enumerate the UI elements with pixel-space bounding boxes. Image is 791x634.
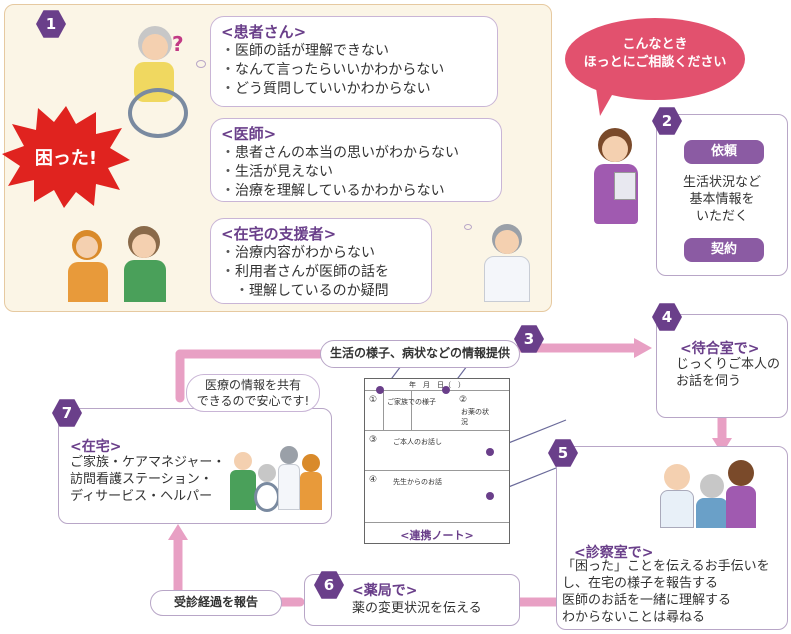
step2-body: 生活状況など 基本情報を いただく	[660, 174, 784, 225]
connector-dot-icon	[486, 448, 494, 456]
patient-concern-item: なんて言ったらいいかわからない	[221, 61, 487, 80]
consult-text: こんなとき ほっとにご相談ください	[565, 36, 745, 72]
connector-dot-icon	[486, 492, 494, 500]
staff-woman-illustration	[588, 124, 644, 244]
step3-label: 生活の様子、病状などの情報提供	[320, 340, 520, 368]
consult-line1: こんなとき	[622, 37, 688, 52]
notebook-row1-left: ご家族での様子	[387, 398, 436, 406]
supporter-concern-item: 利用者さんが医師の話を	[221, 263, 421, 282]
step6-body: 薬の変更状況を伝える	[352, 601, 482, 616]
contract-button: 契約	[684, 238, 764, 262]
notebook-caption: <連携ノート>	[400, 529, 474, 542]
home-care-team-illustration	[228, 444, 324, 518]
patient-concerns-bubble: <患者さん> 医師の話が理解できない なんて言ったらいいかわからない どう質問し…	[210, 16, 498, 107]
patient-title: <患者さん>	[221, 23, 307, 41]
patient-concern-item: どう質問していいかわからない	[221, 80, 487, 99]
step6-title: <薬局で>	[352, 583, 418, 599]
thought-dot-icon	[464, 224, 472, 230]
step2-body-line: 生活状況など	[682, 175, 761, 190]
step5-body-line: 医師のお話を一緒に理解する	[562, 593, 732, 608]
step7-bubble-line: できるので安心です!	[196, 394, 310, 408]
doctor-illustration	[478, 220, 538, 306]
doctor-concern-item: 生活が見えない	[221, 163, 491, 182]
doctor-concerns-bubble: <医師> 患者さんの本当の思いがわからない 生活が見えない 治療を理解しているか…	[210, 118, 502, 202]
notebook: 年 月 日（ ） ① ご家族での様子 ② お薬の状況 ③ ご本人のお話し ④ 先…	[364, 378, 510, 544]
thought-dot-icon	[196, 60, 206, 68]
notebook-row: ③ ご本人のお話し	[365, 431, 509, 471]
step4-title: <待合室で>	[680, 341, 760, 357]
step7-body-line: ご家族・ケアマネジャー・	[70, 455, 226, 470]
patient-wheelchair-illustration	[118, 22, 198, 142]
step5-body: 「困った」ことを伝えるお手伝いを し、在宅の様子を報告する 医師のお話を一緒に理…	[562, 558, 770, 626]
step5-body-line: わからないことは尋ねる	[562, 610, 706, 625]
supporters-illustration	[64, 226, 184, 306]
consult-bubble-tail	[596, 88, 616, 116]
doctor-concern-item: 治療を理解しているかわからない	[221, 182, 491, 201]
notebook-circle-4: ④	[369, 475, 378, 485]
notebook-circle-1: ①	[369, 395, 378, 405]
step7-body: ご家族・ケアマネジャー・ 訪問看護ステーション・ ディサービス・ヘルパー	[70, 454, 225, 505]
supporter-title: <在宅の支援者>	[221, 225, 337, 243]
step4-body: じっくりご本人の お話を伺う	[676, 356, 780, 390]
step2-body-line: 基本情報を	[689, 192, 755, 207]
patient-concern-item: 医師の話が理解できない	[221, 42, 487, 61]
step7-title: <在宅>	[70, 439, 122, 455]
exam-room-illustration	[656, 456, 756, 536]
step4-panel	[656, 314, 788, 418]
step4-body-line: じっくりご本人の	[676, 357, 781, 372]
notebook-row1-right: お薬の状況	[461, 408, 489, 426]
supporter-concern-item: 理解しているのか疑問	[221, 282, 421, 301]
doctor-concern-item: 患者さんの本当の思いがわからない	[221, 144, 491, 163]
step5-title: <診察室で>	[574, 545, 654, 561]
consult-line2: ほっとにご相談ください	[583, 55, 727, 70]
notebook-header: 年 月 日（ ）	[365, 379, 509, 391]
supporter-concerns-bubble: <在宅の支援者> 治療内容がわからない 利用者さんが医師の話を 理解しているのか…	[210, 218, 432, 304]
question-mark-icon: ?	[172, 32, 184, 56]
consult-speech-bubble	[565, 18, 745, 100]
step7-speech-bubble: 医療の情報を共有 できるので安心です!	[186, 374, 320, 412]
step2-number-badge: 2	[652, 107, 682, 135]
step7-bubble-line: 医療の情報を共有	[204, 378, 301, 392]
notebook-circle-2: ②	[459, 395, 468, 405]
step5-body-line: し、在宅の様子を報告する	[562, 576, 719, 591]
connector-dot-icon	[442, 386, 450, 394]
trouble-label: 困った!	[34, 148, 98, 169]
notebook-row3: 先生からのお話	[393, 478, 442, 486]
notebook-circle-3: ③	[369, 435, 378, 445]
step2-body-line: いただく	[695, 209, 748, 224]
connector-dot-icon	[376, 386, 384, 394]
trouble-starburst-icon	[2, 106, 130, 208]
report-progress-label: 受診経過を報告	[150, 590, 282, 616]
step4-body-line: お話を伺う	[676, 374, 742, 389]
notebook-row: ① ご家族での様子 ② お薬の状況	[365, 391, 509, 431]
step7-body-line: ディサービス・ヘルパー	[70, 489, 213, 504]
step5-body-line: 「困った」ことを伝えるお手伝いを	[562, 559, 770, 574]
supporter-concern-item: 治療内容がわからない	[221, 244, 421, 263]
step7-body-line: 訪問看護ステーション・	[70, 472, 213, 487]
doctor-title: <医師>	[221, 125, 277, 143]
notebook-row: ④ 先生からのお話	[365, 471, 509, 523]
request-button: 依頼	[684, 140, 764, 164]
notebook-row2: ご本人のお話し	[393, 438, 442, 446]
